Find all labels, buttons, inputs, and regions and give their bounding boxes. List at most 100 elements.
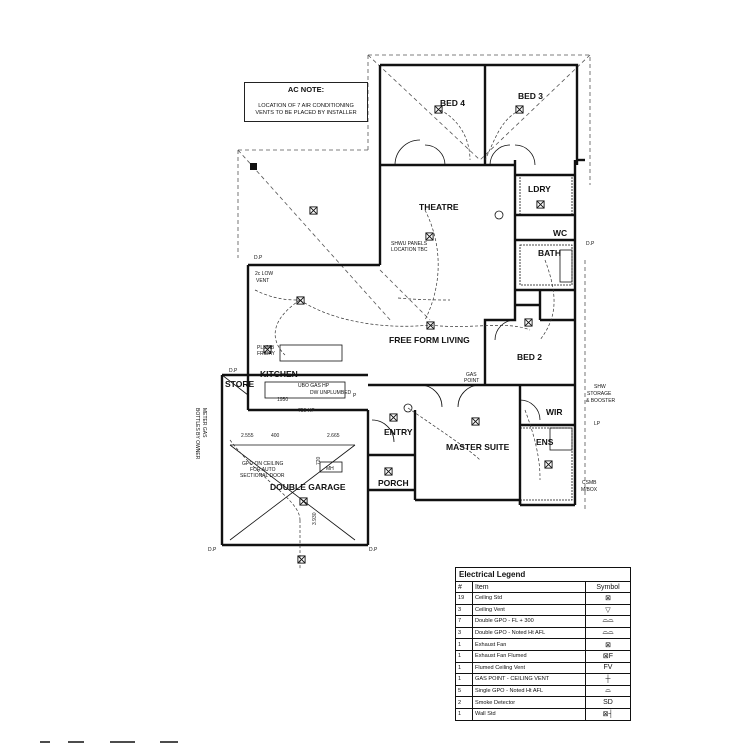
light-icon <box>297 555 306 564</box>
shwu-note-2: LOCATION TBC <box>391 247 428 253</box>
dw-note: DW UNPLUMBED <box>310 390 352 396</box>
legend-symbol: SD <box>585 696 630 709</box>
ac-note-box: AC NOTE: LOCATION OF 7 AIR CONDITIONING … <box>244 82 368 122</box>
legend-symbol: ⊠F <box>585 650 630 663</box>
shw-note-1: SHW <box>594 384 606 390</box>
legend-item: Double GPO - Noted Ht AFL <box>472 627 586 640</box>
legend-item: Flumed Ceiling Vent <box>472 662 586 675</box>
legend-item: Ceiling Std <box>472 592 586 605</box>
room-bed4: BED 4 <box>440 98 465 108</box>
legend-qty: 2 <box>456 696 473 709</box>
room-master-suite: MASTER SUITE <box>446 442 510 452</box>
legend-header-qty: # <box>456 582 473 593</box>
dp-label: D.P <box>254 255 263 261</box>
room-ldry: LDRY <box>528 184 551 194</box>
dim-3930: 3.930 <box>312 512 318 525</box>
dp-label: D.P <box>369 547 378 553</box>
dp-label: D.P <box>229 368 238 374</box>
ubo-gas-note: UBO GAS HP <box>298 383 330 389</box>
legend-item: GAS POINT - CEILING VENT <box>472 673 586 686</box>
dim-750: 750 HP <box>298 408 315 414</box>
dim-2555: 2.555 <box>241 433 254 439</box>
gas-point-2: POINT <box>464 378 479 384</box>
room-wc: WC <box>553 228 567 238</box>
room-entry: ENTRY <box>384 427 413 437</box>
ac-note-title: AC NOTE: <box>287 85 325 94</box>
smoke-detector-icon <box>494 210 504 220</box>
csmb-note-1: CSMB <box>582 480 597 486</box>
legend-qty: 1 <box>456 673 473 686</box>
legend-qty: 1 <box>456 650 473 663</box>
light-icon <box>299 497 308 506</box>
room-porch: PORCH <box>378 478 409 488</box>
legend-item: Double GPO - FL + 300 <box>472 615 586 628</box>
plumb-note-2: FRIDAY <box>257 351 276 357</box>
room-ens: ENS <box>536 437 554 447</box>
room-wir: WIR <box>546 407 563 417</box>
light-icon <box>384 467 393 476</box>
legend-qty: 19 <box>456 592 473 605</box>
wiring <box>229 109 555 570</box>
legend-title: Electrical Legend <box>456 568 630 582</box>
light-icon <box>389 413 398 422</box>
legend-qty: 1 <box>456 662 473 675</box>
p-label: P <box>353 393 357 399</box>
gas-point-1: GAS <box>466 372 477 378</box>
gpo-note-2: FOR AUTO <box>250 467 276 473</box>
smoke-detectors <box>403 210 504 413</box>
gpo-note-3: SECTIONAL DOOR <box>240 473 285 479</box>
datum-marker <box>250 163 257 170</box>
dim-1950: 1950 <box>277 397 288 403</box>
light-icon <box>515 105 524 114</box>
legend-item: Ceiling Vent <box>472 604 586 617</box>
room-bath: BATH <box>538 248 561 258</box>
gas-meter-note-1: METER GAS <box>201 408 207 438</box>
room-store: STORE <box>225 379 254 389</box>
shw-note-3: & BOOSTER <box>586 398 616 404</box>
legend-symbol: ⌓⌓ <box>585 615 630 628</box>
light-icon <box>425 232 434 241</box>
dp-label: D.P <box>586 241 595 247</box>
legend-qty: 1 <box>456 708 473 720</box>
light-icon <box>309 206 318 215</box>
legend-symbol: ⊠ <box>585 592 630 605</box>
legend-header-row: # Item Symbol <box>456 582 630 593</box>
legend-symbol: ⊠ <box>585 638 630 651</box>
dim-2665: 2.665 <box>327 433 340 439</box>
legend-header-symbol: Symbol <box>585 582 630 593</box>
legend-item: Wall Std <box>475 711 496 718</box>
smoke-detector-icon <box>403 403 413 413</box>
legend-qty: 5 <box>456 685 473 698</box>
roof-outline <box>237 54 591 510</box>
room-double-garage: DOUBLE GARAGE <box>270 482 346 492</box>
legend-item: Single GPO - Noted Ht AFL <box>472 685 586 698</box>
mh-label: MH <box>326 466 334 472</box>
plumb-note-1: PLUMB <box>257 345 275 351</box>
dim-400: 400 <box>271 433 280 439</box>
light-icon <box>524 318 533 327</box>
low-vent-note-2: VENT <box>256 278 269 284</box>
walls <box>220 63 585 547</box>
room-free-form-living: FREE FORM LIVING <box>389 335 470 345</box>
gpo-note-1: GPO ON CEILING <box>242 461 284 467</box>
legend-qty: 3 <box>456 627 473 640</box>
light-icon <box>536 200 545 209</box>
shwu-note-1: SHWU PANELS <box>391 241 428 247</box>
room-bed3: BED 3 <box>518 91 543 101</box>
legend-qty: 3 <box>456 604 473 617</box>
csmb-note-2: M/BOX <box>581 487 598 493</box>
legend-header-item: Item <box>472 582 586 593</box>
dp-label: D.P <box>208 547 217 553</box>
light-icon <box>544 460 553 469</box>
legend-qty: 1 <box>456 638 473 651</box>
